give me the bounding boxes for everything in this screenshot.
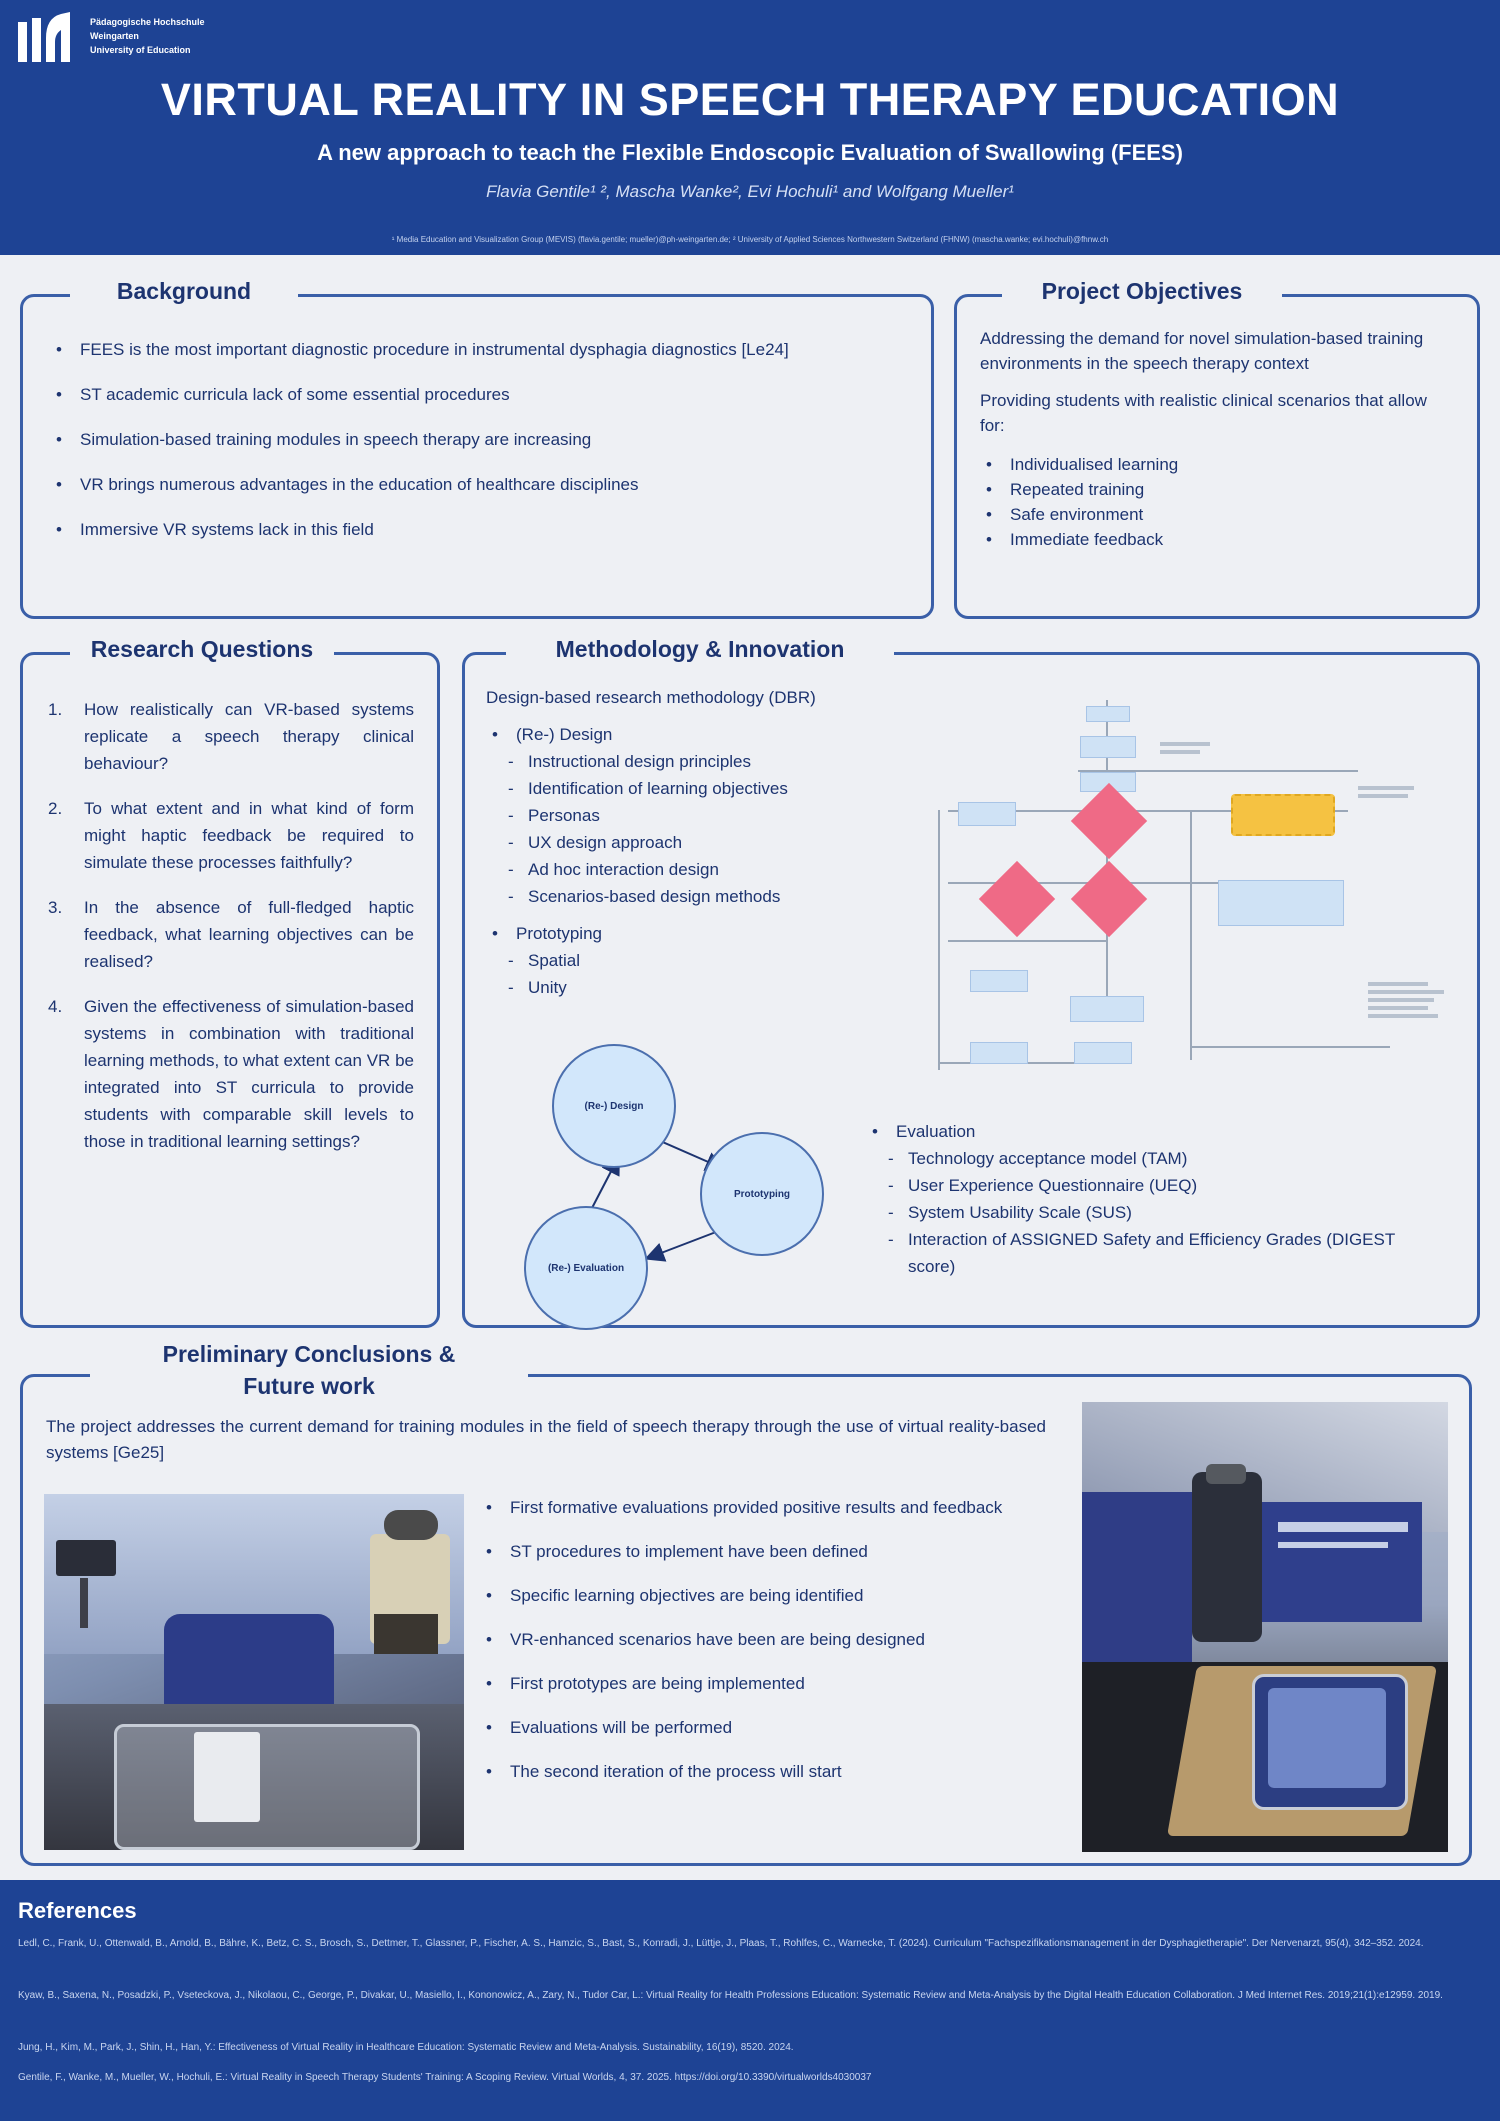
flow-step [1074,1042,1132,1064]
background-item: VR brings numerous advantages in the edu… [50,471,908,498]
design-item: Personas [504,802,946,829]
conclusion-item: ST procedures to implement have been def… [480,1538,1050,1565]
conclusion-item: First prototypes are being implemented [480,1670,1050,1697]
design-item: Scenarios-based design methods [504,883,946,910]
conclusion-item: The second iteration of the process will… [480,1758,1050,1785]
eval-item: Technology acceptance model (TAM) [884,1145,1406,1172]
conclusion-item: VR-enhanced scenarios have been are bein… [480,1626,1050,1653]
background-item: FEES is the most important diagnostic pr… [50,336,908,363]
conclusions-title: Preliminary Conclusions & Future work [90,1338,528,1402]
flow-decision [1070,782,1148,860]
methodology-list: Design-based research methodology (DBR) … [486,684,946,1001]
cycle-node-prototyping: Prototyping [700,1132,824,1256]
references-band [0,1880,1500,2121]
logo-line-3: University of Education [90,45,191,55]
conclusions-panel [20,1374,1472,1866]
design-item: Instructional design principles [504,748,946,775]
proto-item: Spatial [504,947,946,974]
cycle-node-reevaluation: (Re-) Evaluation [524,1206,648,1330]
background-item: ST academic curricula lack of some essen… [50,381,908,408]
objectives-para-1: Addressing the demand for novel simulati… [980,329,1424,373]
research-list: How realistically can VR-based systems r… [48,696,414,1173]
logo-line-1: Pädagogische Hochschule [90,17,205,27]
flowchart-diagram [928,690,1460,1070]
design-item: Identification of learning objectives [504,775,946,802]
objectives-content: Addressing the demand for novel simulati… [980,326,1454,552]
methodology-intro: Design-based research methodology (DBR) [486,688,816,707]
conclusions-list: First formative evaluations provided pos… [480,1494,1050,1785]
conclusion-item: Specific learning objectives are being i… [480,1582,1050,1609]
objective-item: Individualised learning [980,452,1454,477]
poster-subtitle: A new approach to teach the Flexible End… [317,140,1183,165]
research-question: How realistically can VR-based systems r… [48,696,414,773]
authors: Flavia Gentile¹ ², Mascha Wanke², Evi Ho… [486,182,1014,201]
flow-decision [978,860,1056,938]
flow-step [1218,880,1344,926]
flow-step [1080,736,1136,758]
reference-item: Jung, H., Kim, M., Park, J., Shin, H., H… [18,2042,794,2053]
design-item: Ad hoc interaction design [504,856,946,883]
vr-device-photo-right [1082,1402,1448,1852]
design-item: UX design approach [504,829,946,856]
background-title: Background [70,278,298,305]
eval-item: System Usability Scale (SUS) [884,1199,1406,1226]
background-list: FEES is the most important diagnostic pr… [50,336,908,561]
references-title: References [18,1898,137,1923]
methodology-panel [462,652,1480,1328]
flow-decision [1070,860,1148,938]
research-question: To what extent and in what kind of form … [48,795,414,872]
university-logo [16,8,76,66]
background-item: Simulation-based training modules in spe… [50,426,908,453]
proto-label: Prototyping [486,920,946,947]
research-question: Given the effectiveness of simulation-ba… [48,993,414,1151]
design-label: (Re-) Design [486,721,946,748]
conclusions-intro: The project addresses the current demand… [46,1417,1046,1462]
evaluation-list: Evaluation Technology acceptance model (… [866,1118,1406,1280]
header-band [0,0,1500,255]
background-item: Immersive VR systems lack in this field [50,516,908,543]
flow-start [1086,706,1130,722]
affiliations: ¹ Media Education and Visualization Grou… [391,235,1109,244]
vr-scene-photo-left [44,1494,464,1850]
logo-line-2: Weingarten [90,31,139,41]
objectives-title: Project Objectives [1002,278,1282,305]
conclusion-item: Evaluations will be performed [480,1714,1050,1741]
eval-item: User Experience Questionnaire (UEQ) [884,1172,1406,1199]
conclusion-item: First formative evaluations provided pos… [480,1494,1050,1521]
conclusions-title-line-1: Preliminary Conclusions & [162,1341,456,1367]
reference-item: Ledl, C., Frank, U., Ottenwald, B., Arno… [18,1938,1424,1949]
reference-item: Gentile, F., Wanke, M., Mueller, W., Hoc… [18,2072,872,2083]
research-title: Research Questions [70,636,334,663]
flow-highlight-step [1231,794,1335,836]
flow-step [1070,996,1144,1022]
eval-item: Interaction of ASSIGNED Safety and Effic… [884,1226,1406,1280]
proto-item: Unity [504,974,946,1001]
conclusions-title-line-2: Future work [243,1373,375,1399]
objective-item: Safe environment [980,502,1454,527]
flow-step [970,1042,1028,1064]
background-panel [20,294,934,619]
cycle-node-redesign: (Re-) Design [552,1044,676,1168]
eval-label: Evaluation [866,1118,1406,1145]
flow-step [970,970,1028,992]
research-question: In the absence of full-fledged haptic fe… [48,894,414,971]
methodology-title: Methodology & Innovation [506,636,894,663]
poster-title: VIRTUAL REALITY IN SPEECH THERAPY EDUCAT… [160,74,1340,125]
objective-item: Repeated training [980,477,1454,502]
objectives-para-2: Providing students with realistic clinic… [980,391,1427,435]
objective-item: Immediate feedback [980,527,1454,552]
reference-item: Kyaw, B., Saxena, N., Posadzki, P., Vset… [18,1990,1443,2001]
flow-step [958,802,1016,826]
